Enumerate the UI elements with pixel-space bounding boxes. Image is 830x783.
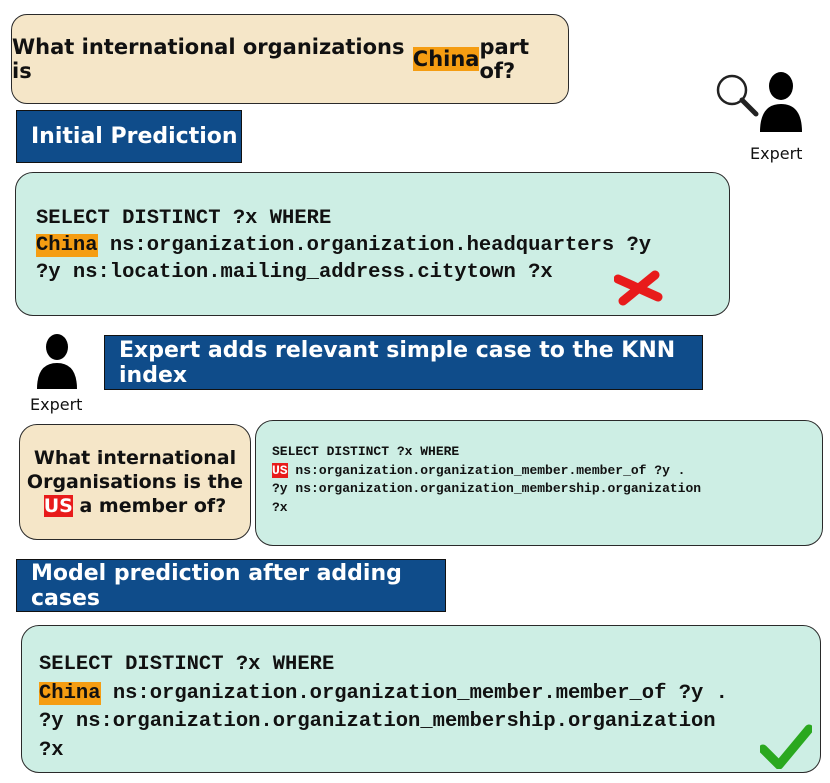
query-line: ?x xyxy=(272,499,288,515)
query-line: China ns:organization.organization_membe… xyxy=(39,680,820,709)
query-line: US ns:organization.organization_member.m… xyxy=(272,462,822,481)
example-question-line: What international xyxy=(33,447,237,469)
magnifier-person-icon xyxy=(712,66,804,136)
green-check-icon xyxy=(758,723,814,770)
example-question-line: US a member of? xyxy=(20,494,250,518)
example-question-rest: a member of? xyxy=(72,495,227,517)
question-entity: China xyxy=(412,47,480,71)
model-prediction-query: SELECT DISTINCT ?x WHERE China ns:organi… xyxy=(21,625,821,773)
expert-adds-banner: Expert adds relevant simple case to the … xyxy=(104,335,703,390)
query-line: ?x xyxy=(39,738,64,762)
expert-top-label: Expert xyxy=(750,144,803,163)
query-line: ?y ns:location.mailing_address.citytown … xyxy=(36,261,553,284)
query-line-rest: ns:organization.organization.headquarter… xyxy=(97,234,652,257)
expert-left-label: Expert xyxy=(30,395,83,414)
person-icon xyxy=(34,333,80,389)
query-line-rest: ns:organization.organization_member.memb… xyxy=(100,681,728,705)
query-line-rest: ns:organization.organization_member.memb… xyxy=(287,462,686,478)
initial-prediction-banner: Initial Prediction xyxy=(16,110,242,163)
query-line: SELECT DISTINCT ?x WHERE xyxy=(39,653,335,676)
query-line: ?y ns:organization.organization_membersh… xyxy=(272,481,702,496)
model-prediction-banner: Model prediction after adding cases xyxy=(16,559,446,612)
red-cross-icon xyxy=(613,270,664,306)
query-entity: US xyxy=(272,462,288,478)
query-entity: China xyxy=(39,681,101,705)
initial-prediction-query: SELECT DISTINCT ?x WHERE China ns:organi… xyxy=(15,172,730,316)
query-line: SELECT DISTINCT ?x WHERE xyxy=(272,444,460,459)
example-question-line: Organisations is the xyxy=(26,471,244,493)
query-line: ?y ns:organization.organization_membersh… xyxy=(39,710,716,733)
example-question-entity: US xyxy=(43,495,73,517)
question-after: part of? xyxy=(479,35,530,83)
example-query: SELECT DISTINCT ?x WHERE US ns:organizat… xyxy=(255,420,823,546)
question-box: What international organizations is Chin… xyxy=(11,14,569,104)
example-question-box: What international Organisations is the … xyxy=(19,424,251,540)
question-before: What international organizations is xyxy=(12,35,405,83)
query-entity: China xyxy=(36,234,98,257)
query-line: China ns:organization.organization.headq… xyxy=(36,232,729,259)
query-line: SELECT DISTINCT ?x WHERE xyxy=(36,207,332,230)
